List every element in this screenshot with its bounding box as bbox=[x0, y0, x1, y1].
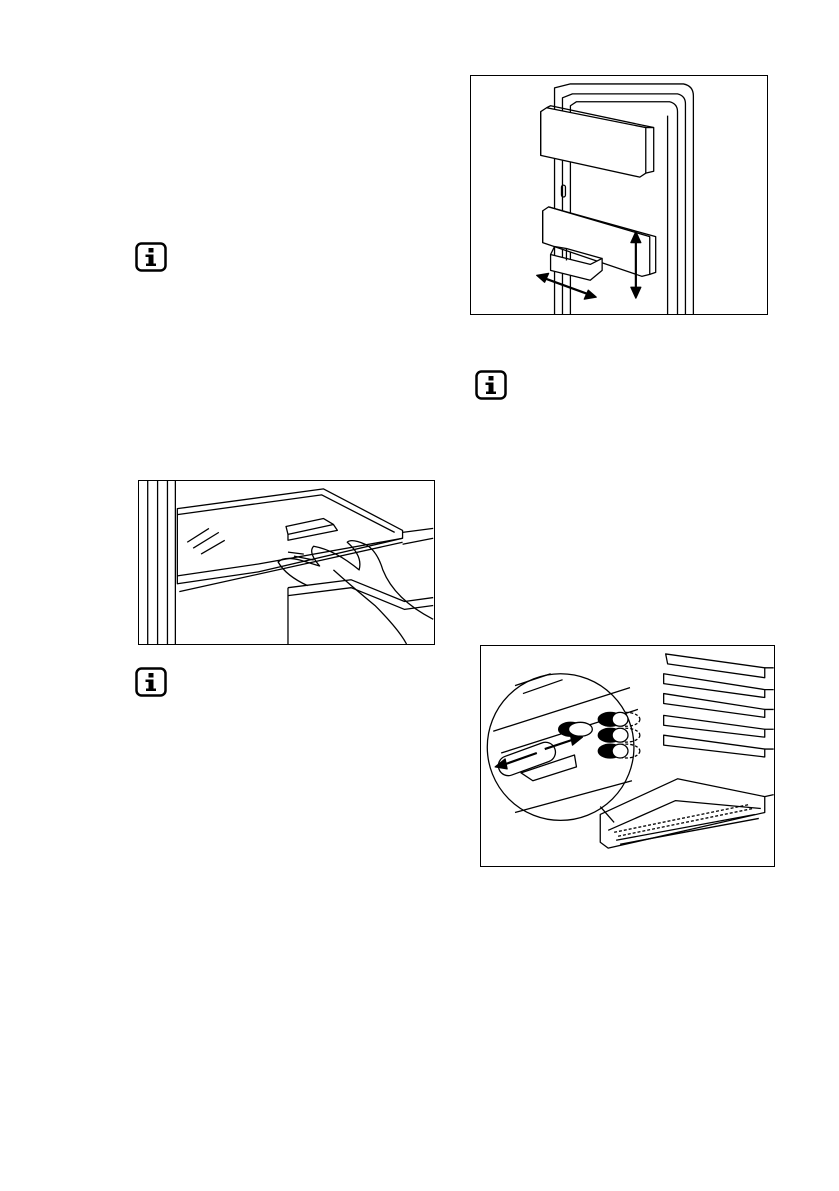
glass-shelf-figure bbox=[138, 480, 435, 645]
crisper-figure bbox=[480, 645, 775, 867]
info-icon bbox=[135, 242, 167, 272]
info-icon bbox=[475, 370, 507, 400]
info-icon bbox=[135, 667, 167, 697]
door-shelves-figure bbox=[470, 75, 768, 315]
